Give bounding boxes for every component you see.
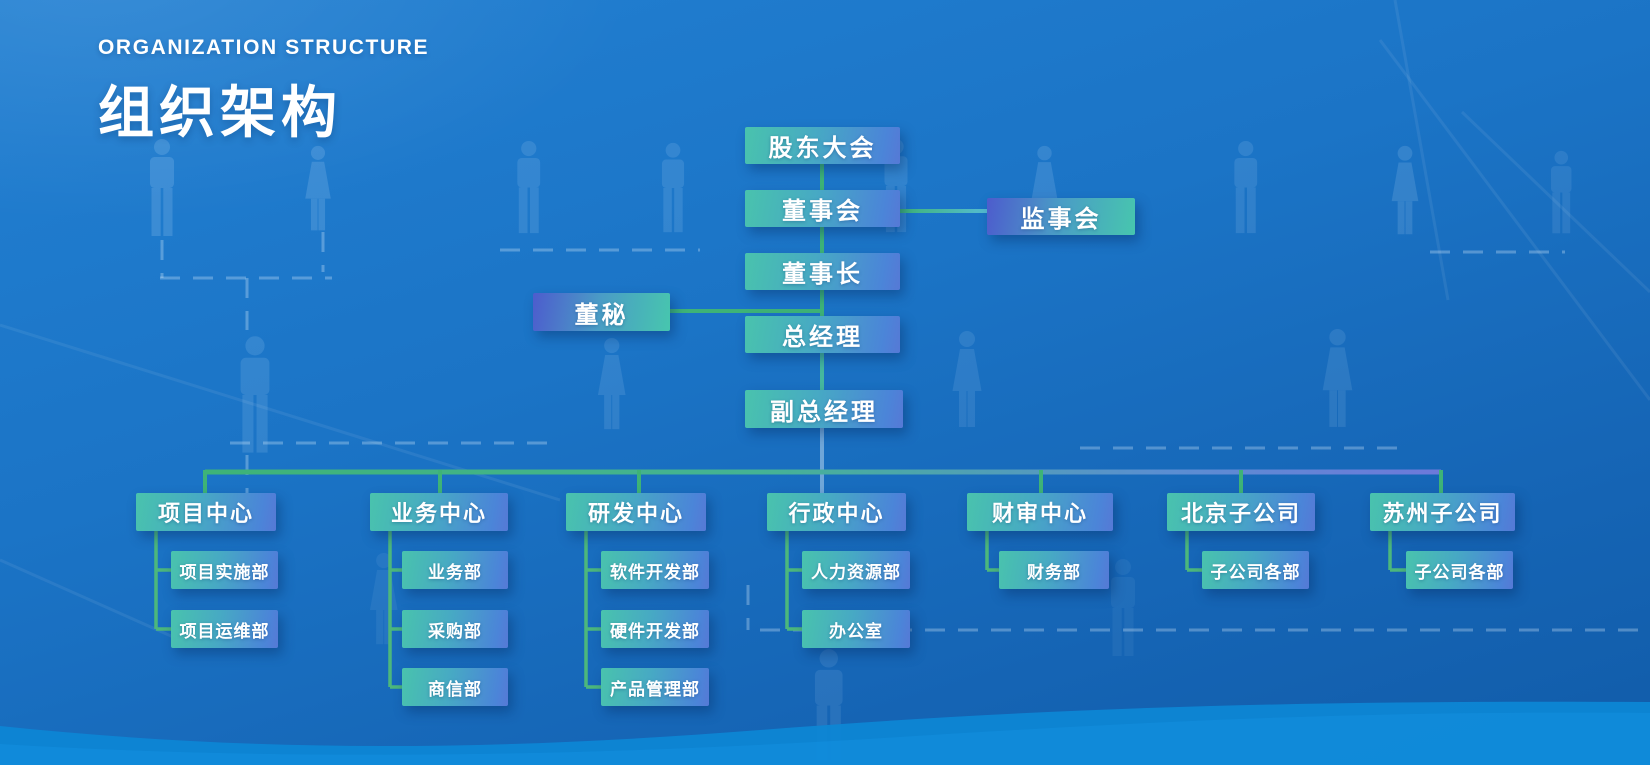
org-node-label: 子公司各部	[1414, 562, 1505, 582]
bottom-wave-highlight	[0, 712, 1650, 765]
org-node-label: 财审中心	[991, 501, 1088, 526]
title-chinese: 组织架构	[98, 81, 342, 144]
org-node-label: 董事长	[782, 261, 863, 288]
page-header: ORGANIZATION STRUCTURE 组织架构	[98, 36, 429, 149]
org-node-label: 软件开发部	[610, 562, 700, 582]
bottom-wave	[0, 701, 1650, 765]
org-node-hardware-dev-dept: 硬件开发部	[601, 610, 709, 648]
org-node-software-dev-dept: 软件开发部	[601, 551, 709, 589]
org-node-procurement-dept: 采购部	[402, 610, 508, 648]
org-node-label: 项目运维部	[179, 621, 270, 641]
org-node-board-of-directors: 董事会	[745, 190, 900, 227]
org-node-label: 董秘	[574, 301, 629, 329]
diagonal-decor-line	[0, 558, 181, 642]
child-connector	[584, 531, 605, 689]
org-node-business-dept: 业务部	[402, 551, 508, 589]
org-node-admin-center: 行政中心	[767, 493, 906, 531]
org-node-label: 采购部	[428, 621, 482, 641]
org-node-label: 财务部	[1027, 562, 1081, 582]
org-node-supervisory-board: 监事会	[987, 198, 1135, 235]
org-node-label: 商信部	[428, 679, 482, 699]
org-node-suzhou-subsidiary: 苏州子公司	[1370, 493, 1515, 531]
org-node-business-info-dept: 商信部	[402, 668, 508, 706]
org-node-label: 行政中心	[788, 501, 885, 526]
org-node-label: 子公司各部	[1210, 562, 1301, 582]
title-english: ORGANIZATION STRUCTURE	[98, 36, 430, 59]
org-node-general-manager: 总经理	[745, 316, 900, 353]
org-node-finance-dept: 财务部	[999, 551, 1109, 589]
child-connector	[388, 531, 406, 689]
diagonal-decor-line	[1460, 110, 1650, 294]
org-node-office: 办公室	[802, 610, 910, 648]
org-node-label: 总经理	[782, 324, 863, 351]
org-node-label: 业务中心	[390, 501, 487, 526]
org-node-label: 业务部	[428, 562, 482, 582]
org-node-label: 项目实施部	[179, 562, 270, 582]
org-node-label: 北京子公司	[1180, 501, 1301, 526]
org-node-board-secretary: 董秘	[533, 293, 670, 331]
org-node-project-center: 项目中心	[136, 493, 276, 531]
org-node-deputy-general-manager: 副总经理	[745, 390, 903, 428]
org-node-suzhou-sub-depts: 子公司各部	[1406, 551, 1513, 589]
org-node-project-implementation-dept: 项目实施部	[171, 551, 278, 589]
org-node-rd-center: 研发中心	[566, 493, 706, 531]
org-node-product-mgmt-dept: 产品管理部	[601, 668, 709, 706]
org-node-beijing-sub-depts: 子公司各部	[1202, 551, 1309, 589]
org-node-label: 项目中心	[157, 501, 254, 526]
org-node-finance-audit-center: 财审中心	[967, 493, 1113, 531]
org-node-label: 副总经理	[770, 398, 878, 426]
org-node-hr-dept: 人力资源部	[802, 551, 910, 589]
org-node-label: 苏州子公司	[1382, 501, 1503, 526]
org-node-label: 董事会	[782, 198, 863, 225]
org-node-label: 监事会	[1020, 206, 1102, 233]
org-node-beijing-subsidiary: 北京子公司	[1167, 493, 1315, 531]
org-node-chairman: 董事长	[745, 253, 900, 290]
org-node-label: 硬件开发部	[610, 621, 700, 641]
org-node-label: 研发中心	[587, 501, 684, 526]
org-node-business-center: 业务中心	[370, 493, 508, 531]
org-node-label: 人力资源部	[811, 562, 901, 582]
diagonal-decor-line	[1378, 39, 1650, 401]
org-node-label: 产品管理部	[610, 679, 700, 699]
diagonal-decor-line	[1393, 0, 1450, 301]
org-node-project-operations-dept: 项目运维部	[171, 610, 278, 648]
org-node-label: 股东大会	[768, 135, 877, 162]
org-node-label: 办公室	[829, 621, 883, 641]
org-node-shareholders-meeting: 股东大会	[745, 127, 900, 164]
